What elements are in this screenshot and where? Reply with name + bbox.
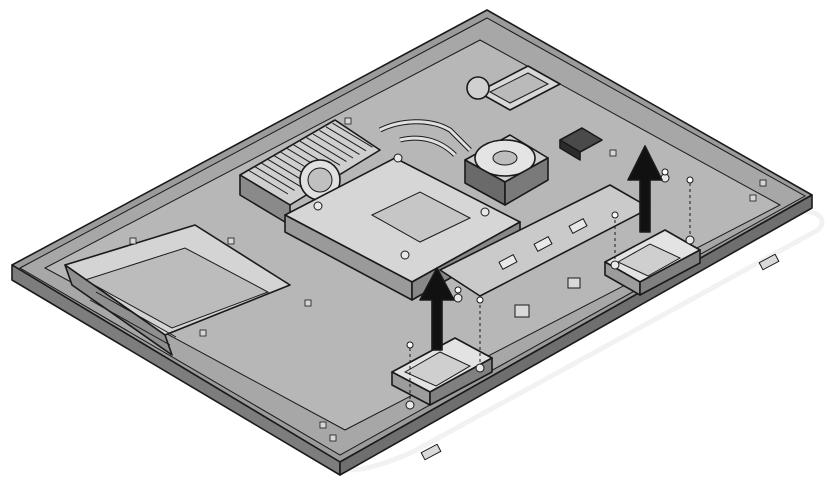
screw-icon [453,286,463,303]
cpu-fan [378,119,549,206]
right-speaker [604,229,701,296]
up-arrow-icon [419,267,455,351]
left-speaker-arrow [419,267,455,351]
screw-icon [405,341,415,410]
up-arrow-icon [627,145,663,233]
memory-module [466,65,561,111]
screw-icon [685,176,695,245]
optical-drive [64,224,291,356]
screw-icon [610,211,620,270]
right-speaker-arrow [627,145,663,233]
screw-icon [475,296,485,373]
chipset-heatsink [559,127,603,161]
chassis-edge-details [129,117,767,442]
screw-group [405,168,695,410]
